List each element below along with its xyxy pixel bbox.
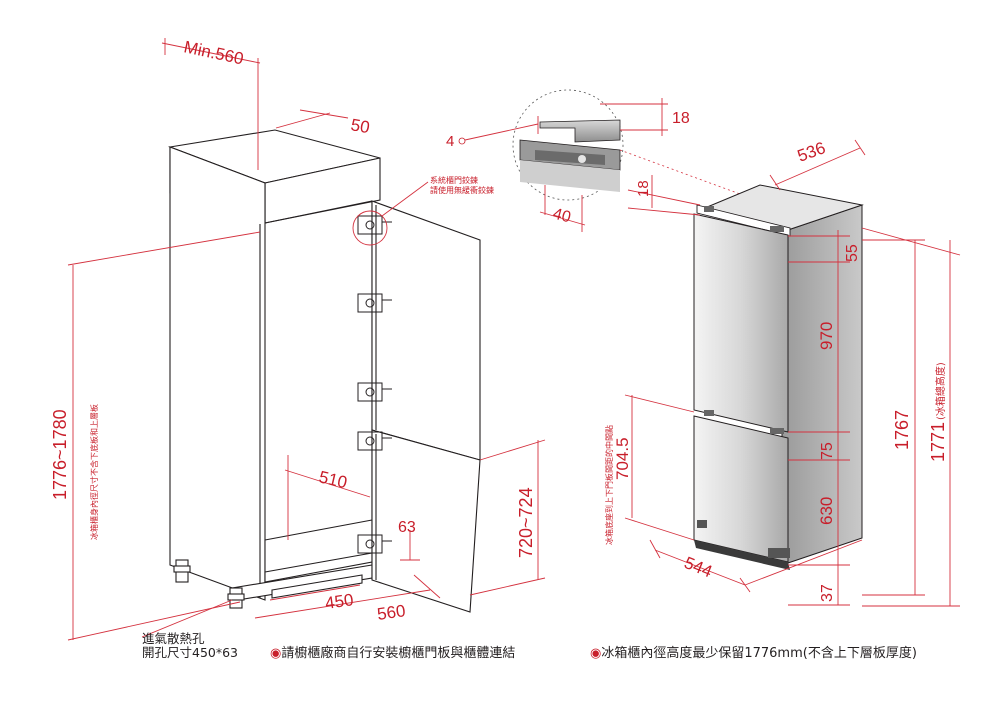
dim-cabinet-depth: 560 bbox=[376, 601, 407, 624]
dim-cabinet-height: 1776~1780 bbox=[50, 409, 70, 500]
dim-fridge-depth: 536 bbox=[795, 138, 828, 166]
dim-upper-door: 970 bbox=[817, 322, 836, 350]
vent-label-line2: 開孔尺寸450*63 bbox=[142, 645, 239, 660]
hinge-3 bbox=[357, 382, 392, 402]
cabinet-drawing bbox=[167, 129, 481, 613]
hinge-callout-circle bbox=[352, 210, 388, 246]
dim-top-hinge-offset: 55 bbox=[844, 244, 861, 262]
vent-label-line1: 進氣散熱孔 bbox=[142, 631, 205, 646]
cabinet-inner-note: 冰箱櫃身內徑尺寸不含下底板和上層板 bbox=[89, 404, 99, 540]
hinge-detail-texts: 4 18 40 bbox=[446, 110, 690, 226]
hinges bbox=[357, 215, 392, 554]
fridge-drawing bbox=[693, 184, 864, 570]
door-gap-note: 冰箱底座到上下門板間距的中間點 bbox=[604, 425, 614, 545]
total-height-note: (冰箱總高度) bbox=[934, 362, 947, 420]
dim-fridge-height: 1767 bbox=[892, 410, 912, 450]
dim-detail-40: 40 bbox=[551, 205, 573, 226]
dim-middle-gap: 75 bbox=[819, 442, 836, 460]
dim-detail-18: 18 bbox=[672, 110, 690, 127]
footnote-2: ◉冰箱櫃內徑高度最少保留1776mm(不含上下層板厚度) bbox=[590, 642, 917, 661]
footnote-1-text: 請櫥櫃廠商自行安裝櫥櫃門板與櫃體連結 bbox=[281, 646, 516, 661]
dim-door-to-middle: 704.5 bbox=[613, 437, 632, 480]
hinge-4 bbox=[357, 431, 392, 451]
dim-vent-width: 450 bbox=[324, 590, 355, 613]
cabinet-dimension-lines bbox=[67, 38, 546, 641]
footnote-2-text: 冰箱櫃內徑高度最少保留1776mm(不含上下層板厚度) bbox=[601, 646, 917, 661]
dim-min-560: Min.560 bbox=[182, 37, 245, 68]
dim-fridge-width: 544 bbox=[682, 553, 715, 581]
dim-vent-height: 63 bbox=[398, 519, 416, 536]
dim-total-height: 1771 bbox=[928, 422, 948, 462]
fridge-dimension-lines bbox=[624, 139, 961, 607]
hinge-1 bbox=[357, 215, 392, 235]
hinge-detail bbox=[464, 89, 771, 232]
footnote-1: ◉請櫥櫃廠商自行安裝櫥櫃門板與櫃體連結 bbox=[270, 642, 515, 661]
vent-label: 進氣散熱孔 開孔尺寸450*63 bbox=[142, 632, 238, 660]
hinge-note-line2: 請使用無緩衝鉸鍊 bbox=[430, 185, 494, 195]
hinge-2 bbox=[357, 293, 392, 313]
dim-detail-4: 4 bbox=[446, 133, 454, 150]
hinge-note-line1: 系統櫃門鉸鍊 bbox=[430, 175, 478, 185]
dim-top-offset: 18 bbox=[635, 180, 652, 197]
dim-top-gap: 50 bbox=[349, 115, 371, 137]
dim-door-height: 720~724 bbox=[516, 487, 536, 558]
bullet-icon: ◉ bbox=[270, 646, 282, 661]
bullet-icon: ◉ bbox=[590, 646, 602, 661]
dim-lower-door: 630 bbox=[817, 497, 836, 525]
dim-inner-depth: 510 bbox=[317, 467, 349, 492]
dim-base-gap: 37 bbox=[819, 584, 836, 602]
hinge-5 bbox=[357, 534, 392, 554]
